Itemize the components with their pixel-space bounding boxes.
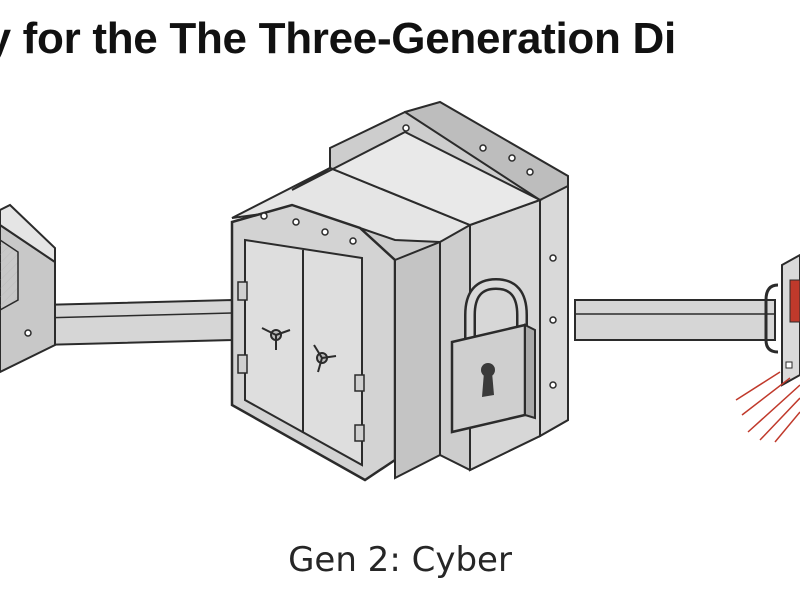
page-title: dy for the The Three-Generation Di <box>0 14 676 63</box>
gen3-device-icon <box>735 253 800 443</box>
gen1-box-icon <box>0 203 56 374</box>
connector-left <box>39 298 233 347</box>
generation-caption: Gen 2: Cyber <box>288 540 512 580</box>
padlock-icon <box>450 277 536 434</box>
connector-right <box>574 299 776 341</box>
